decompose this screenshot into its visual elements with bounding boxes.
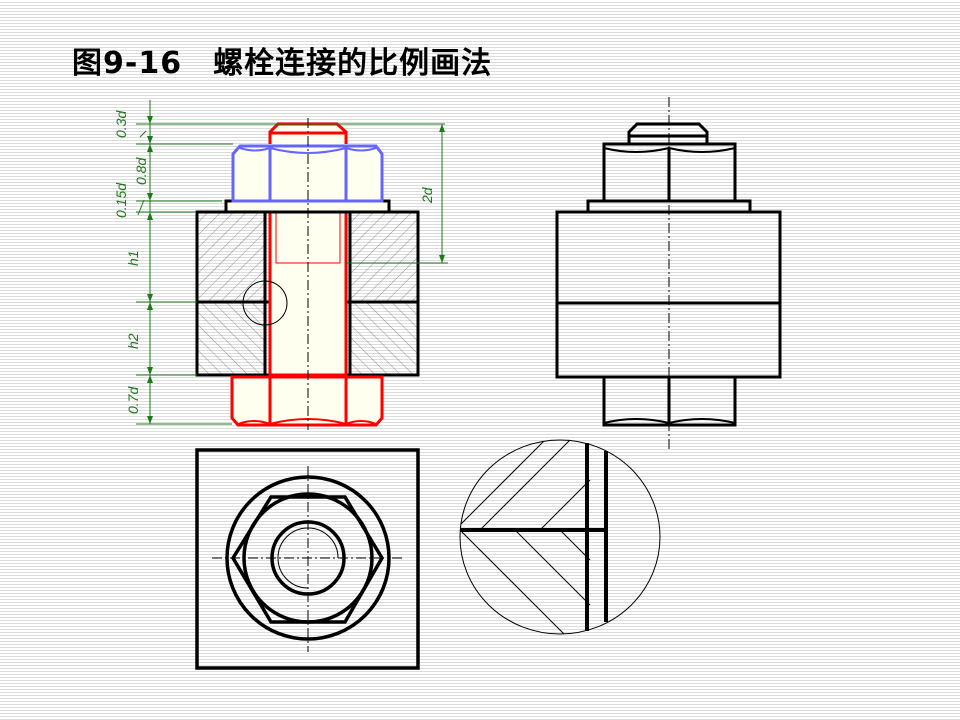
dim-h1: h1: [125, 250, 141, 266]
dim-h2: h2: [125, 333, 141, 349]
lower-plate-left: [197, 302, 265, 375]
side-view: [555, 97, 782, 452]
dim-0.7d: 0.7d: [125, 386, 141, 414]
dim-0.3d: 0.3d: [113, 110, 129, 138]
slide-title: 图9-16 螺栓连接的比例画法: [72, 46, 493, 81]
top-view: [195, 448, 420, 670]
dimensions: [136, 100, 448, 425]
detail-marker-circle: [242, 280, 288, 326]
enlarged-detail-view: [459, 439, 661, 635]
lower-plate-right: [350, 302, 418, 375]
dim-2d: 2d: [419, 186, 435, 204]
upper-plate-right: [350, 212, 418, 302]
dim-0.15d: 0.15d: [113, 182, 129, 218]
dim-0.8d: 0.8d: [133, 157, 149, 185]
bolt-head: [230, 375, 384, 427]
front-section-view: [195, 118, 420, 430]
upper-plate-left: [197, 212, 265, 302]
